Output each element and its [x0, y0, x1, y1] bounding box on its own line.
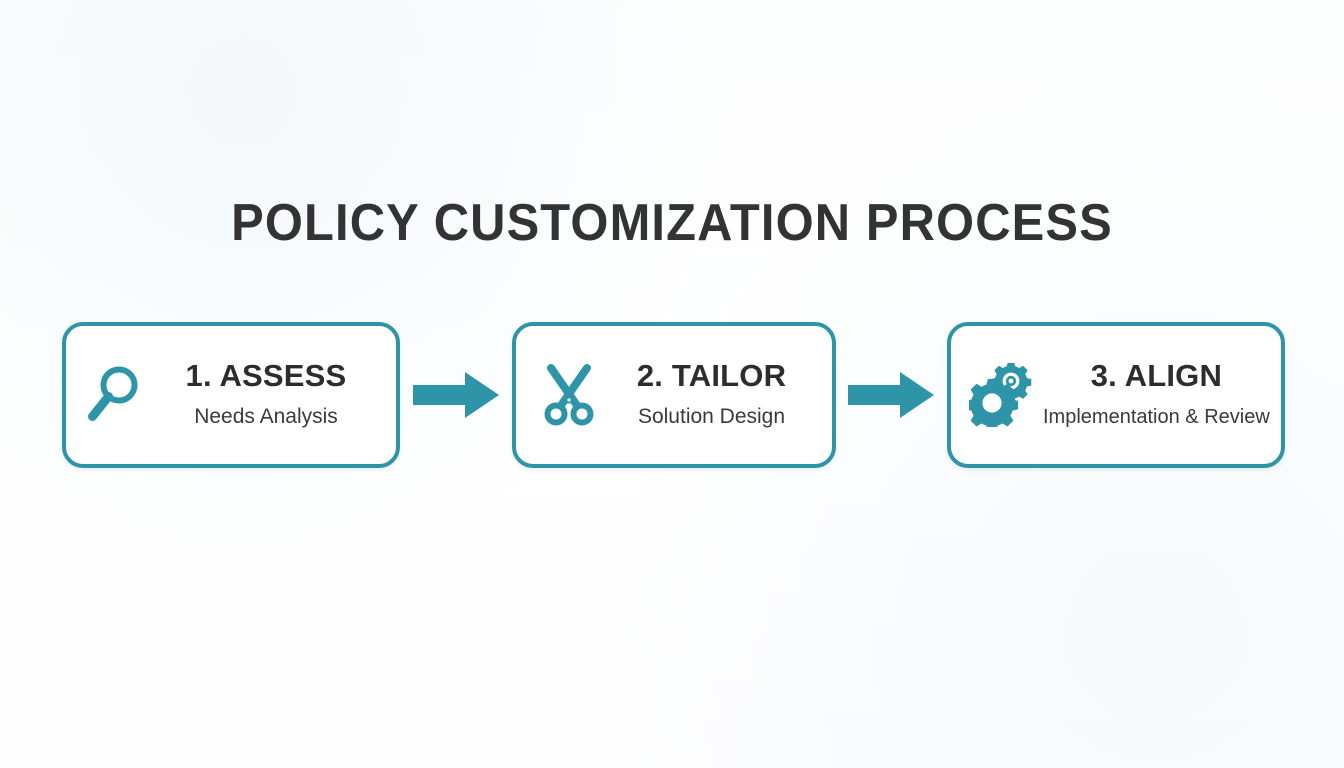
step-subtitle: Needs Analysis: [194, 405, 338, 428]
step-card-tailor[interactable]: 2. TAILOR Solution Design: [511, 322, 836, 468]
step-title: 2. TAILOR: [636, 358, 787, 393]
step-card-assess[interactable]: 1. ASSESS Needs Analysis: [62, 322, 400, 468]
process-flow: 1. ASSESS Needs Analysis 2. TAILOR S: [62, 322, 1285, 468]
step-subtitle: Implementation & Review: [1043, 406, 1270, 428]
step-title: 1. ASSESS: [185, 358, 347, 393]
step-title: 3. ALIGN: [1090, 358, 1223, 393]
step-card-text: 3. ALIGN Implementation & Review: [1043, 358, 1270, 432]
arrow-right-icon: [412, 372, 499, 418]
step-card-text: 1. ASSESS Needs Analysis: [148, 358, 384, 432]
step-card-align[interactable]: 3. ALIGN Implementation & Review: [947, 322, 1285, 468]
step-card-text: 2. TAILOR Solution Design: [604, 358, 820, 432]
page-title: POLICY CUSTOMIZATION PROCESS: [231, 194, 1113, 252]
gears-icon: [967, 362, 1039, 428]
step-subtitle: Solution Design: [637, 405, 786, 428]
arrow-right-icon: [848, 372, 935, 418]
magnifier-icon: [82, 362, 144, 428]
scissors-icon: [538, 362, 600, 428]
